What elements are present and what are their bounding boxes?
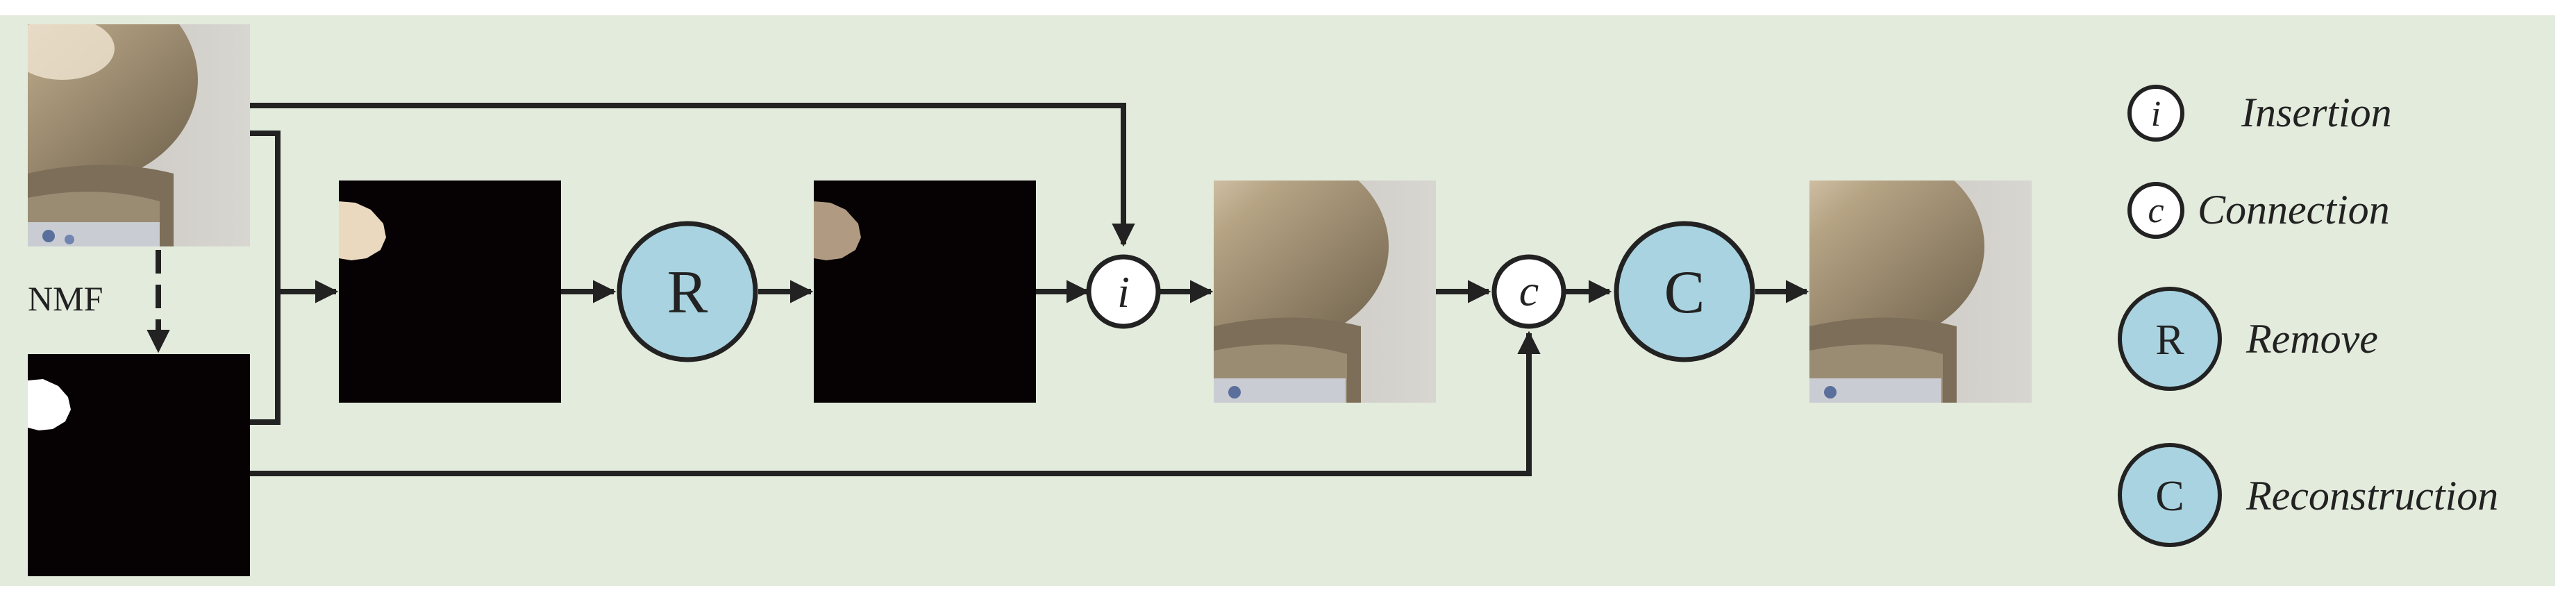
svg-text:Remove: Remove [2245,316,2378,362]
svg-text:i: i [2151,94,2161,134]
svg-text:i: i [1117,267,1130,317]
remove-node: R [617,221,758,362]
inserted-image [1214,181,1436,403]
svg-text:c: c [1519,266,1539,315]
legend-item-remove: R Remove [2118,287,2378,391]
removed-crop-image [814,181,1036,403]
reconstruction-node: C [1614,221,1755,362]
legend: i Insertion c Connection R Remove C Reco… [2118,85,2498,547]
bracket-connector [250,131,281,425]
legend-item-connection: c Connection [2127,182,2390,239]
insertion-node: i [1086,254,1161,329]
nmf-mask-image [28,354,250,576]
mask-to-connection-line [250,330,1541,476]
reconstructed-image [1809,181,2032,403]
nmf-label: NMF [28,279,103,318]
legend-item-insertion: i Insertion [2127,85,2392,142]
svg-text:R: R [2155,317,2184,364]
connection-node: c [1491,254,1566,329]
svg-text:c: c [2148,191,2164,230]
input-to-insertion-line [250,103,1135,247]
input-image [28,24,250,246]
svg-text:Reconstruction: Reconstruction [2245,473,2498,519]
svg-text:Connection: Connection [2198,187,2390,233]
legend-item-reconstruction: C Reconstruction [2118,443,2498,547]
svg-text:C: C [2155,473,2184,520]
masked-crop-image [339,181,561,403]
svg-text:R: R [667,259,708,326]
svg-text:C: C [1664,259,1705,326]
svg-text:Insertion: Insertion [2241,90,2392,135]
